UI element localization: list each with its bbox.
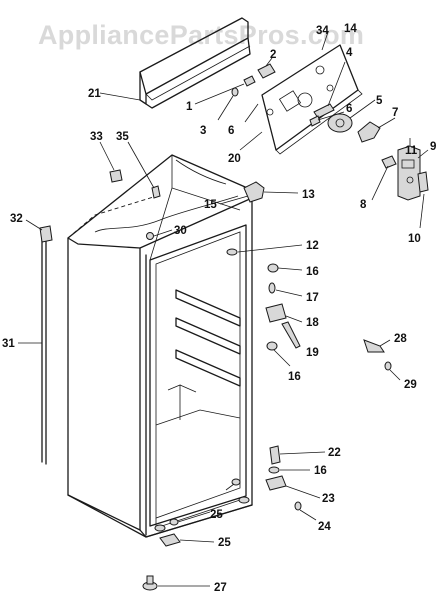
callout-17: 17 xyxy=(306,292,319,304)
callout-9: 9 xyxy=(430,141,436,153)
callout-6-right: 6 xyxy=(346,103,352,115)
callout-16-lower: 16 xyxy=(314,465,327,477)
callout-12: 12 xyxy=(306,240,319,252)
callout-27: 27 xyxy=(214,582,227,594)
callout-20: 20 xyxy=(228,153,241,165)
callout-1: 1 xyxy=(186,101,193,113)
callout-14: 14 xyxy=(344,23,357,35)
callout-32: 32 xyxy=(10,213,23,225)
callout-15: 15 xyxy=(204,199,217,211)
callout-11: 11 xyxy=(405,145,418,157)
callout-4: 4 xyxy=(346,47,353,59)
callout-35: 35 xyxy=(116,131,129,143)
callout-31: 31 xyxy=(2,338,15,350)
callout-labels: 21 1 2 3 6 34 14 4 6 5 20 7 11 9 8 10 33… xyxy=(2,23,436,594)
light-switch-assembly xyxy=(371,138,429,229)
callout-3: 3 xyxy=(200,125,206,137)
callout-16-mid: 16 xyxy=(288,371,301,383)
callout-34: 34 xyxy=(316,25,329,37)
callout-21: 21 xyxy=(88,88,101,100)
callout-23: 23 xyxy=(322,493,335,505)
callout-29: 29 xyxy=(404,379,417,391)
control-panel-plate xyxy=(261,31,363,155)
callout-28: 28 xyxy=(394,333,407,345)
callout-22: 22 xyxy=(328,447,341,459)
callout-13: 13 xyxy=(302,189,315,201)
callout-33: 33 xyxy=(90,131,103,143)
refrigerator-cabinet xyxy=(67,154,253,538)
callout-7: 7 xyxy=(392,107,398,119)
callout-2: 2 xyxy=(270,49,276,61)
callout-6-upper: 6 xyxy=(228,125,234,137)
callout-24: 24 xyxy=(318,521,331,533)
callout-10: 10 xyxy=(408,233,421,245)
callout-30: 30 xyxy=(174,225,187,237)
cabinet-hardware xyxy=(99,141,303,367)
upper-small-parts xyxy=(194,57,396,151)
callout-25-upper: 25 xyxy=(210,509,223,521)
lower-hardware xyxy=(142,339,401,591)
callout-18: 18 xyxy=(306,317,319,329)
callout-19: 19 xyxy=(306,347,319,359)
callout-25-lower: 25 xyxy=(218,537,231,549)
callout-8: 8 xyxy=(360,199,367,211)
top-cover-channel xyxy=(99,17,251,109)
callout-16-upper: 16 xyxy=(306,266,319,278)
watermark-text: AppliancePartsPros.com xyxy=(38,20,364,50)
drain-tube xyxy=(18,219,53,465)
callout-5: 5 xyxy=(376,95,383,107)
